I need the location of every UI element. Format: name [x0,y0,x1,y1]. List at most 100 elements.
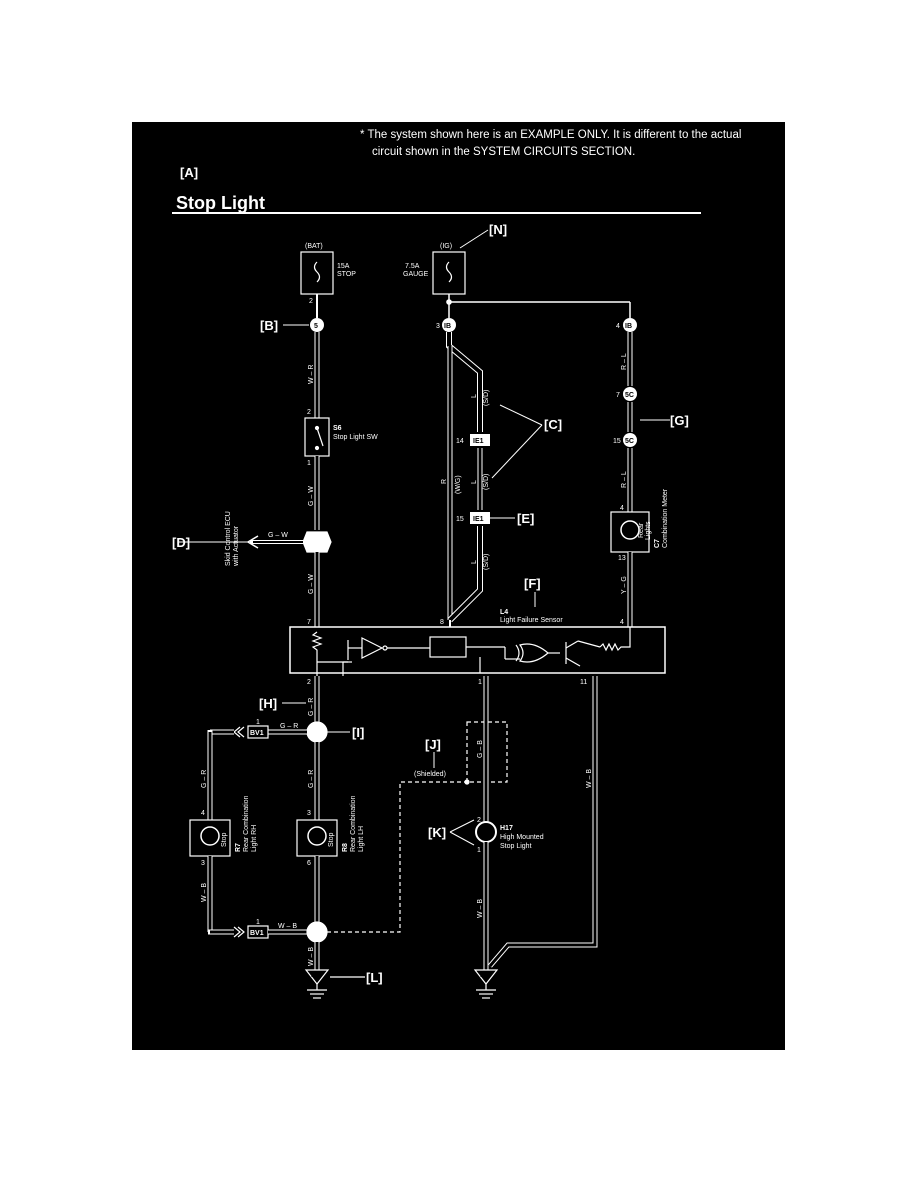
switch-pin-top: 2 [307,409,311,416]
callout-l: [L] [366,970,383,985]
callout-k: [K] [428,825,446,840]
note-line-2: circuit shown in the SYSTEM CIRCUITS SEC… [372,146,635,158]
connector-ie1-lower [470,512,490,524]
callout-b: [B] [260,318,278,333]
shielded-label: (Shielded) [414,771,446,778]
switch-name: Stop Light SW [333,434,378,441]
sensor-gate-icon [518,643,549,663]
wire-label-l-top: L [471,394,478,398]
wire-label-l-bot: L [471,560,478,564]
light-r7-bulb-icon [200,826,220,846]
callout-g: [G] [670,413,689,428]
connector-g-upper-pin: 7 [616,392,620,399]
wire-label-g-r-upper: G – R [280,723,298,730]
switch-pin-bottom: 1 [307,460,311,467]
fuse-gauge-name: GAUGE [403,271,429,278]
callout-h: [H] [259,696,277,711]
wire-label-w-b-c: W – B [308,947,315,966]
wire-label-y-g: Y – G [621,576,628,594]
connector-b-name: 5 [314,323,318,330]
meter-label1: Rear [638,522,645,538]
callout-d: [D] [172,535,190,550]
wire-label-g-r-sensor: G – R [308,698,315,716]
light-r8-label: Stop [328,832,335,847]
light-h17-pin-bottom: 1 [477,847,481,854]
connector-g-lower-pin: 15 [613,438,621,445]
wire-label-g-w-2: G – W [308,574,315,594]
meter-bulb-icon [620,520,640,540]
ground-bo-icon [304,969,330,985]
fuse-stop-icon [313,261,321,283]
light-r7-line1: Rear Combination [243,795,250,852]
light-r7-code: R7 [235,843,242,852]
fuse-stop-rating: 15A [337,263,350,270]
connector-ig-left-name: IB [444,323,451,330]
stop-light-switch-icon [316,427,324,447]
sensor-pin-4: 4 [620,619,624,626]
light-h17-pin-top: 2 [477,817,481,824]
connector-ie1-upper-pin: 14 [456,438,464,445]
connector-g-lower [623,433,637,447]
sensor-resistor-left [311,631,323,676]
light-r8-line1: Rear Combination [350,795,357,852]
sensor-pin-7: 7 [307,619,311,626]
fuse-stop-name: STOP [337,271,356,278]
light-r7-pin-bottom: 3 [201,860,205,867]
sensor-code: L4 [500,609,508,616]
connector-b [310,318,324,332]
fuse-gauge-icon [445,261,453,283]
light-failure-sensor-box [289,626,666,674]
note-line-1: * The system shown here is an EXAMPLE ON… [360,129,741,141]
wire-label-sd-2: (S/D) [483,474,490,490]
diagram-panel [132,122,785,1050]
wire-label-sd-1: (S/D) [483,390,490,406]
light-r7-line2: Light RH [251,825,258,852]
connector-bv1-upper-name: BV1 [250,730,264,737]
connector-bv1-upper-pin: 1 [256,719,260,726]
connector-ie1-upper-name: IE1 [473,438,484,445]
skid-ecu-line2: with Actuator [233,525,240,567]
connector-bv1-lower-pin: 1 [256,919,260,926]
wire-label-wg: (W/G) [455,475,462,494]
callout-a: [A] [180,165,198,180]
light-r8-line2: Light LH [358,826,365,852]
fuse-gauge-rating: 7.5A [405,263,420,270]
callout-n: [N] [489,222,507,237]
wire-label-r-l-2: R – L [621,471,628,488]
connector-g-lower-name: 5C [625,438,634,445]
junction-lower [306,921,328,943]
junction-d [302,531,332,553]
ground-bl-icon [473,969,499,985]
connector-ig-right-pin: 4 [616,323,620,330]
connector-circles [310,318,637,524]
wire-label-g-b: G – B [477,740,484,758]
wire-label-g-w: G – W [308,486,315,506]
light-r8-code: R8 [342,843,349,852]
shield-dashed-line [327,781,467,933]
sensor-name: Light Failure Sensor [500,617,563,624]
ground-bo-name: BO [311,972,322,979]
light-r7-label: Stop [221,832,228,847]
wire-label-g-r-i: G – R [308,770,315,788]
meter-label2: Lights [645,521,652,540]
callout-i: [I] [352,725,364,740]
connector-g-upper-name: 5C [625,392,634,399]
connector-ig-left [442,318,456,332]
wire-label-sd-3: (S/D) [483,554,490,570]
light-r8-bulb-icon [307,826,327,846]
wire-label-w-b-h17: W – B [477,899,484,918]
wire-label-l-mid: L [471,480,478,484]
connector-ie1-lower-name: IE1 [473,516,484,523]
sensor-pin-1: 1 [478,679,482,686]
callout-c: [C] [544,417,562,432]
meter-code: C7 [654,539,661,548]
light-h17-line2: Stop Light [500,843,532,850]
ground-bl-name: BL [480,972,490,979]
meter-pin-top: 4 [620,505,624,512]
connector-ie1-upper [470,434,490,446]
wire-label-r: R [441,479,448,484]
wire-label-w-b-l: W – B [201,883,208,902]
meter-pin-bottom: 13 [618,555,626,562]
wire-label-w-b-lower: W – B [278,923,297,930]
